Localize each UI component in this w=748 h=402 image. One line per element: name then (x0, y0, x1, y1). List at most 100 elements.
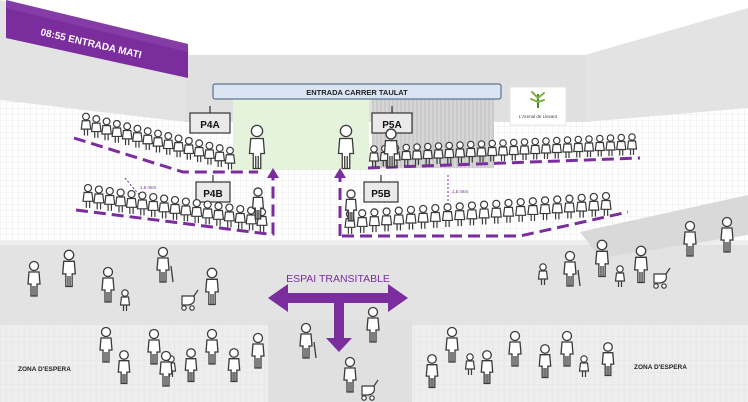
person-icon (61, 249, 77, 288)
child-icon (119, 289, 131, 311)
child-icon (147, 192, 159, 217)
distance-label-right: 1,5 mtrs (452, 189, 469, 194)
child-icon (183, 136, 195, 160)
child-icon (490, 199, 502, 224)
child-icon (441, 203, 454, 228)
distance-markers (124, 175, 449, 205)
child-icon (464, 353, 476, 375)
person-icon (425, 354, 439, 389)
person-icon (227, 348, 241, 383)
child-icon (578, 355, 590, 377)
person-icon (445, 326, 459, 363)
child-icon (173, 134, 184, 158)
child-icon (93, 185, 105, 210)
child-icon (605, 134, 616, 156)
person-icon (560, 330, 574, 367)
person-icon (204, 267, 220, 306)
child-icon (563, 194, 576, 219)
group-sign-label: P5A (382, 120, 401, 131)
person-icon (594, 239, 610, 278)
child-icon (114, 188, 127, 213)
person-icon (159, 350, 173, 387)
child-icon (125, 189, 138, 214)
child-icon (616, 133, 627, 156)
child-icon (594, 134, 605, 157)
child-icon (90, 115, 102, 138)
person-icon (480, 350, 494, 385)
queue-lines (73, 136, 641, 238)
child-icon (476, 140, 487, 162)
child-icon (575, 193, 588, 218)
child-icon (158, 194, 170, 219)
child-icon (573, 135, 584, 158)
stroller-icon (653, 267, 671, 289)
child-icon (454, 141, 466, 163)
child-icon (393, 206, 405, 231)
child-icon (121, 122, 133, 146)
teacher-icon (337, 124, 355, 170)
child-icon (152, 129, 164, 153)
person-icon (99, 326, 113, 363)
child-icon (537, 263, 549, 285)
child-icon (405, 205, 417, 230)
child-icon (515, 197, 527, 222)
child-icon (508, 138, 519, 161)
group-sign-label: P4B (203, 189, 222, 200)
person-icon (184, 348, 198, 383)
elderly-icon (563, 250, 581, 287)
person-icon (251, 332, 265, 369)
child-icon (191, 198, 203, 223)
waiting-zone-right-label: ZONA D'ESPERA (634, 364, 687, 371)
child-icon (417, 204, 429, 229)
child-icon (142, 127, 154, 151)
person-icon (101, 266, 115, 303)
child-icon (539, 196, 551, 221)
person-icon (117, 350, 131, 385)
stroller-icon (361, 379, 379, 401)
child-icon (530, 137, 541, 160)
person-icon (538, 344, 552, 379)
teacher-icon (251, 187, 265, 220)
child-icon (169, 195, 181, 220)
child-icon (562, 136, 573, 158)
child-icon (614, 265, 626, 287)
person-icon (720, 216, 734, 253)
child-icon (162, 132, 174, 155)
stroller-icon (181, 289, 199, 311)
child-icon (527, 197, 539, 222)
child-icon (626, 133, 638, 155)
logo-icon (530, 91, 545, 108)
child-icon (356, 209, 368, 234)
person-icon (683, 220, 697, 257)
child-icon (466, 201, 478, 226)
person-icon (343, 356, 357, 393)
people-figures (27, 112, 734, 401)
gate-title: ENTRADA CARRER TAULAT (306, 88, 408, 97)
walk-area-label: ESPAI TRANSITABLE (286, 273, 390, 285)
child-icon (193, 139, 205, 163)
child-icon (180, 197, 192, 222)
gate-bar: ENTRADA CARRER TAULAT (212, 83, 502, 100)
child-icon (551, 136, 562, 159)
child-icon (201, 200, 214, 225)
child-icon (380, 207, 393, 232)
teacher-icon (344, 189, 358, 222)
elderly-icon (156, 246, 174, 283)
distance-label-left: 1,5 mtrs (140, 185, 157, 190)
child-icon (111, 119, 123, 143)
child-icon (444, 141, 455, 164)
child-icon (234, 204, 246, 229)
person-icon (633, 245, 649, 284)
child-icon (132, 124, 143, 148)
child-icon (465, 140, 476, 163)
child-icon (433, 142, 444, 164)
child-icon (82, 183, 94, 208)
group-sign-p4b: P4B (195, 175, 231, 203)
child-icon (80, 112, 92, 136)
child-icon (401, 143, 412, 166)
child-icon (223, 203, 236, 228)
waiting-zone-left-label: ZONA D'ESPERA (18, 366, 71, 373)
child-icon (212, 201, 225, 226)
child-icon (478, 200, 490, 225)
child-icon (422, 142, 433, 165)
